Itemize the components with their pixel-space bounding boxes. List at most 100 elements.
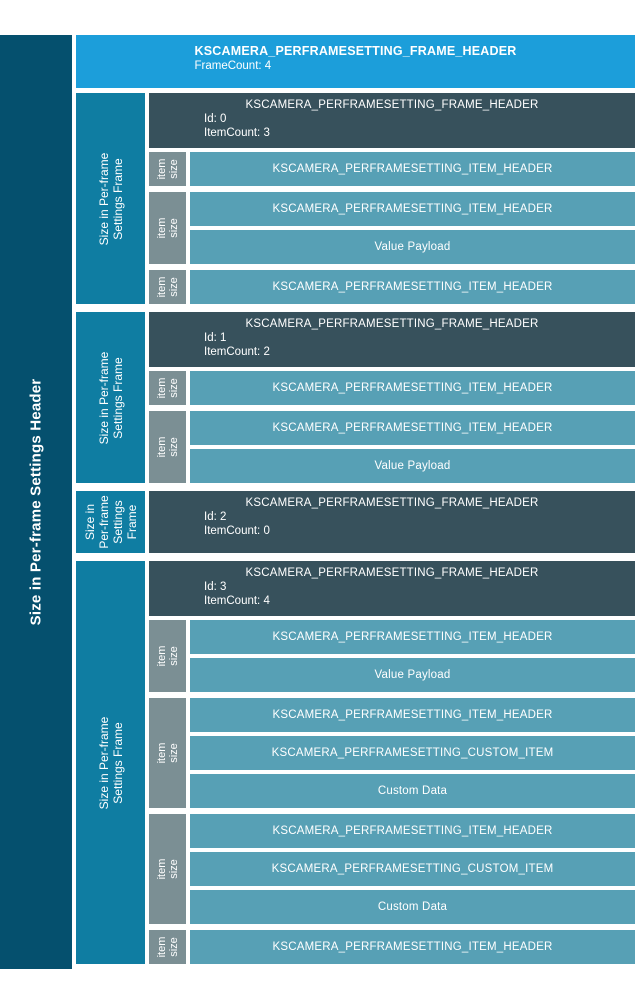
- item-size-line: item: [155, 742, 168, 764]
- item-size-line: size: [167, 859, 180, 879]
- item-rows: KSCAMERA_PERFRAMESETTING_ITEM_HEADER Valu…: [190, 192, 635, 264]
- item-size-line: size: [167, 159, 180, 179]
- frame-header-top-title: KSCAMERA_PERFRAMESETTING_FRAME_HEADER: [194, 44, 517, 58]
- item-row: KSCAMERA_PERFRAMESETTING_ITEM_HEADER: [190, 270, 635, 304]
- frame-header-field: ItemCount: 3: [204, 127, 270, 139]
- item-size-line: size: [167, 646, 180, 666]
- item-size-line: item: [155, 436, 168, 458]
- frame-header-title: KSCAMERA_PERFRAMESETTING_FRAME_HEADER: [245, 567, 539, 579]
- item-size-line: size: [167, 277, 180, 297]
- item-size-line: item: [155, 377, 168, 399]
- frame-size-label-line: Settings Frame: [110, 721, 125, 804]
- frame-header-field: ItemCount: 4: [204, 595, 270, 607]
- item-row: Custom Data: [190, 774, 635, 808]
- frame-header-field: Id: 2: [204, 511, 227, 523]
- item-size-line: item: [155, 276, 168, 298]
- item-rows: KSCAMERA_PERFRAMESETTING_ITEM_HEADER: [190, 930, 635, 964]
- item-rows: KSCAMERA_PERFRAMESETTING_ITEM_HEADER: [190, 371, 635, 405]
- frame-header-field: Id: 0: [204, 113, 227, 125]
- item-row: Custom Data: [190, 890, 635, 924]
- item-size-line: item: [155, 858, 168, 880]
- item-row: KSCAMERA_PERFRAMESETTING_ITEM_HEADER: [190, 620, 635, 654]
- frame-header-title: KSCAMERA_PERFRAMESETTING_FRAME_HEADER: [245, 318, 539, 330]
- item-size-line: size: [167, 937, 180, 957]
- item-row: KSCAMERA_PERFRAMESETTING_ITEM_HEADER: [190, 930, 635, 964]
- item-row: Value Payload: [190, 449, 635, 483]
- settings-header-size-label: Size in Per-frame Settings Header: [27, 378, 45, 626]
- settings-header-size-bar: Size in Per-frame Settings Header: [0, 35, 72, 969]
- frame-size-label-line: Size in Per-frame: [96, 716, 111, 809]
- frame-size-label-line: Settings Frame: [110, 157, 125, 240]
- item-row: KSCAMERA_PERFRAMESETTING_ITEM_HEADER: [190, 371, 635, 405]
- frame-size-label-line: Size in Per-frame: [96, 351, 111, 444]
- item-size-line: item: [155, 645, 168, 667]
- frame-header-fields: Id: 0 ItemCount: 3: [204, 112, 635, 140]
- item-size-line: size: [167, 378, 180, 398]
- item-row: KSCAMERA_PERFRAMESETTING_ITEM_HEADER: [190, 192, 635, 226]
- frame-header-top-text: KSCAMERA_PERFRAMESETTING_FRAME_HEADER Fr…: [194, 35, 516, 72]
- frame-header-title: KSCAMERA_PERFRAMESETTING_FRAME_HEADER: [245, 497, 539, 509]
- frame-header-field: Id: 1: [204, 332, 227, 344]
- item-size-line: item: [155, 158, 168, 180]
- frame-size-label-line: Size in Per-frame: [96, 152, 111, 245]
- frame-count-value: FrameCount: 4: [194, 60, 272, 72]
- item-row: Value Payload: [190, 658, 635, 692]
- item-row: KSCAMERA_PERFRAMESETTING_ITEM_HEADER: [190, 698, 635, 732]
- frame-header-field: Id: 3: [204, 581, 227, 593]
- frame-size-label-line: Per-frame: [96, 495, 111, 549]
- item-row: Value Payload: [190, 230, 635, 264]
- item-row: KSCAMERA_PERFRAMESETTING_CUSTOM_ITEM: [190, 736, 635, 770]
- frame-size-label-line: Size in: [82, 503, 97, 541]
- frame-header-box: KSCAMERA_PERFRAMESETTING_FRAME_HEADER Id:…: [149, 312, 635, 367]
- item-row: KSCAMERA_PERFRAMESETTING_ITEM_HEADER: [190, 814, 635, 848]
- item-rows: KSCAMERA_PERFRAMESETTING_ITEM_HEADER: [190, 152, 635, 186]
- frame-header-fields: Id: 3 ItemCount: 4: [204, 580, 635, 608]
- item-row: KSCAMERA_PERFRAMESETTING_CUSTOM_ITEM: [190, 852, 635, 886]
- item-size-line: item: [155, 936, 168, 958]
- frame-header-field: ItemCount: 2: [204, 346, 270, 358]
- item-row: KSCAMERA_PERFRAMESETTING_ITEM_HEADER: [190, 152, 635, 186]
- frame-header-title: KSCAMERA_PERFRAMESETTING_FRAME_HEADER: [245, 99, 539, 111]
